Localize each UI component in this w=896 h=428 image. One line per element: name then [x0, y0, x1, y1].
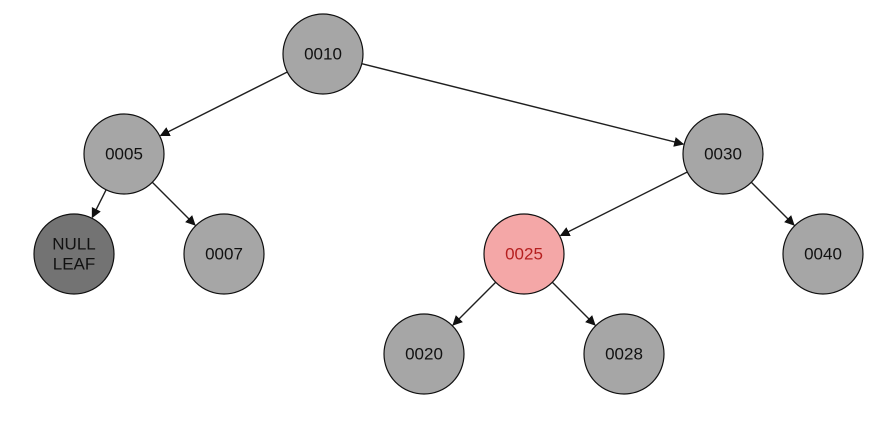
- edges-layer: [91, 63, 795, 326]
- tree-node-0020: 0020: [383, 313, 465, 395]
- node-label: 0010: [304, 44, 342, 63]
- node-label: 0005: [105, 144, 143, 163]
- node-label: 0020: [405, 344, 443, 363]
- tree-node-0030: 0030: [682, 113, 764, 195]
- edge-n5-to-n7: [151, 181, 196, 226]
- node-label: LEAF: [53, 254, 96, 273]
- edge-n30-to-n25: [559, 171, 688, 237]
- tree-node-0005: 0005: [83, 113, 165, 195]
- node-circle: [282, 13, 364, 95]
- node-circle: [782, 213, 864, 295]
- edge-n25-to-n28: [551, 281, 596, 326]
- node-circle: [383, 313, 465, 395]
- tree-node-0025: 0025: [483, 213, 565, 295]
- node-circle: [33, 213, 115, 295]
- node-label: 0007: [205, 244, 243, 263]
- tree-node-0040: 0040: [782, 213, 864, 295]
- node-circle: [183, 213, 265, 295]
- node-circle: [682, 113, 764, 195]
- edge-n10-to-n30: [361, 63, 685, 147]
- edge-n10-to-n5: [159, 71, 288, 137]
- node-label: 0040: [804, 244, 842, 263]
- edge-n30-to-n40: [750, 181, 795, 226]
- node-circle: [483, 213, 565, 295]
- tree-node-0010: 0010: [282, 13, 364, 95]
- node-label: 0030: [704, 144, 742, 163]
- edge-n25-to-n20: [452, 281, 497, 326]
- node-label: 0025: [505, 244, 543, 263]
- tree-node-0007: 0007: [183, 213, 265, 295]
- node-label: 0028: [605, 344, 643, 363]
- node-circle: [83, 113, 165, 195]
- tree-node-0028: 0028: [583, 313, 665, 395]
- edge-n5-to-nnull: [91, 189, 107, 219]
- node-circle: [583, 313, 665, 395]
- node-label: NULL: [52, 234, 95, 253]
